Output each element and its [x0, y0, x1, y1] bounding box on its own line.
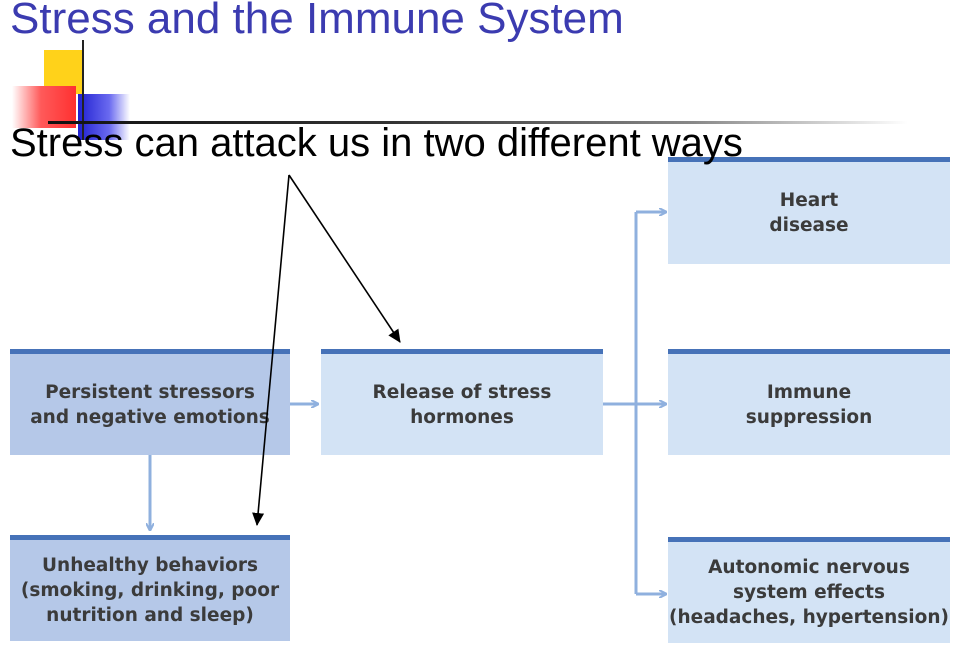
box-heart-disease: Heart disease	[668, 157, 950, 264]
decorative-vertical-line	[82, 40, 84, 140]
slide-subtitle: Stress can attack us in two different wa…	[10, 121, 743, 165]
box-immune-suppression: Immune suppression	[668, 349, 950, 455]
box-release-stress-hormones: Release of stress hormones	[321, 349, 603, 455]
box-unhealthy-behaviors: Unhealthy behaviors (smoking, drinking, …	[10, 535, 290, 641]
box-persistent-stressors: Persistent stressors and negative emotio…	[10, 349, 290, 455]
title-underline	[48, 121, 908, 124]
slide-title: Stress and the Immune System	[10, 0, 624, 43]
decorative-blue-square	[78, 94, 130, 140]
box-autonomic-nervous-system-effects: Autonomic nervous system effects (headac…	[668, 537, 950, 643]
